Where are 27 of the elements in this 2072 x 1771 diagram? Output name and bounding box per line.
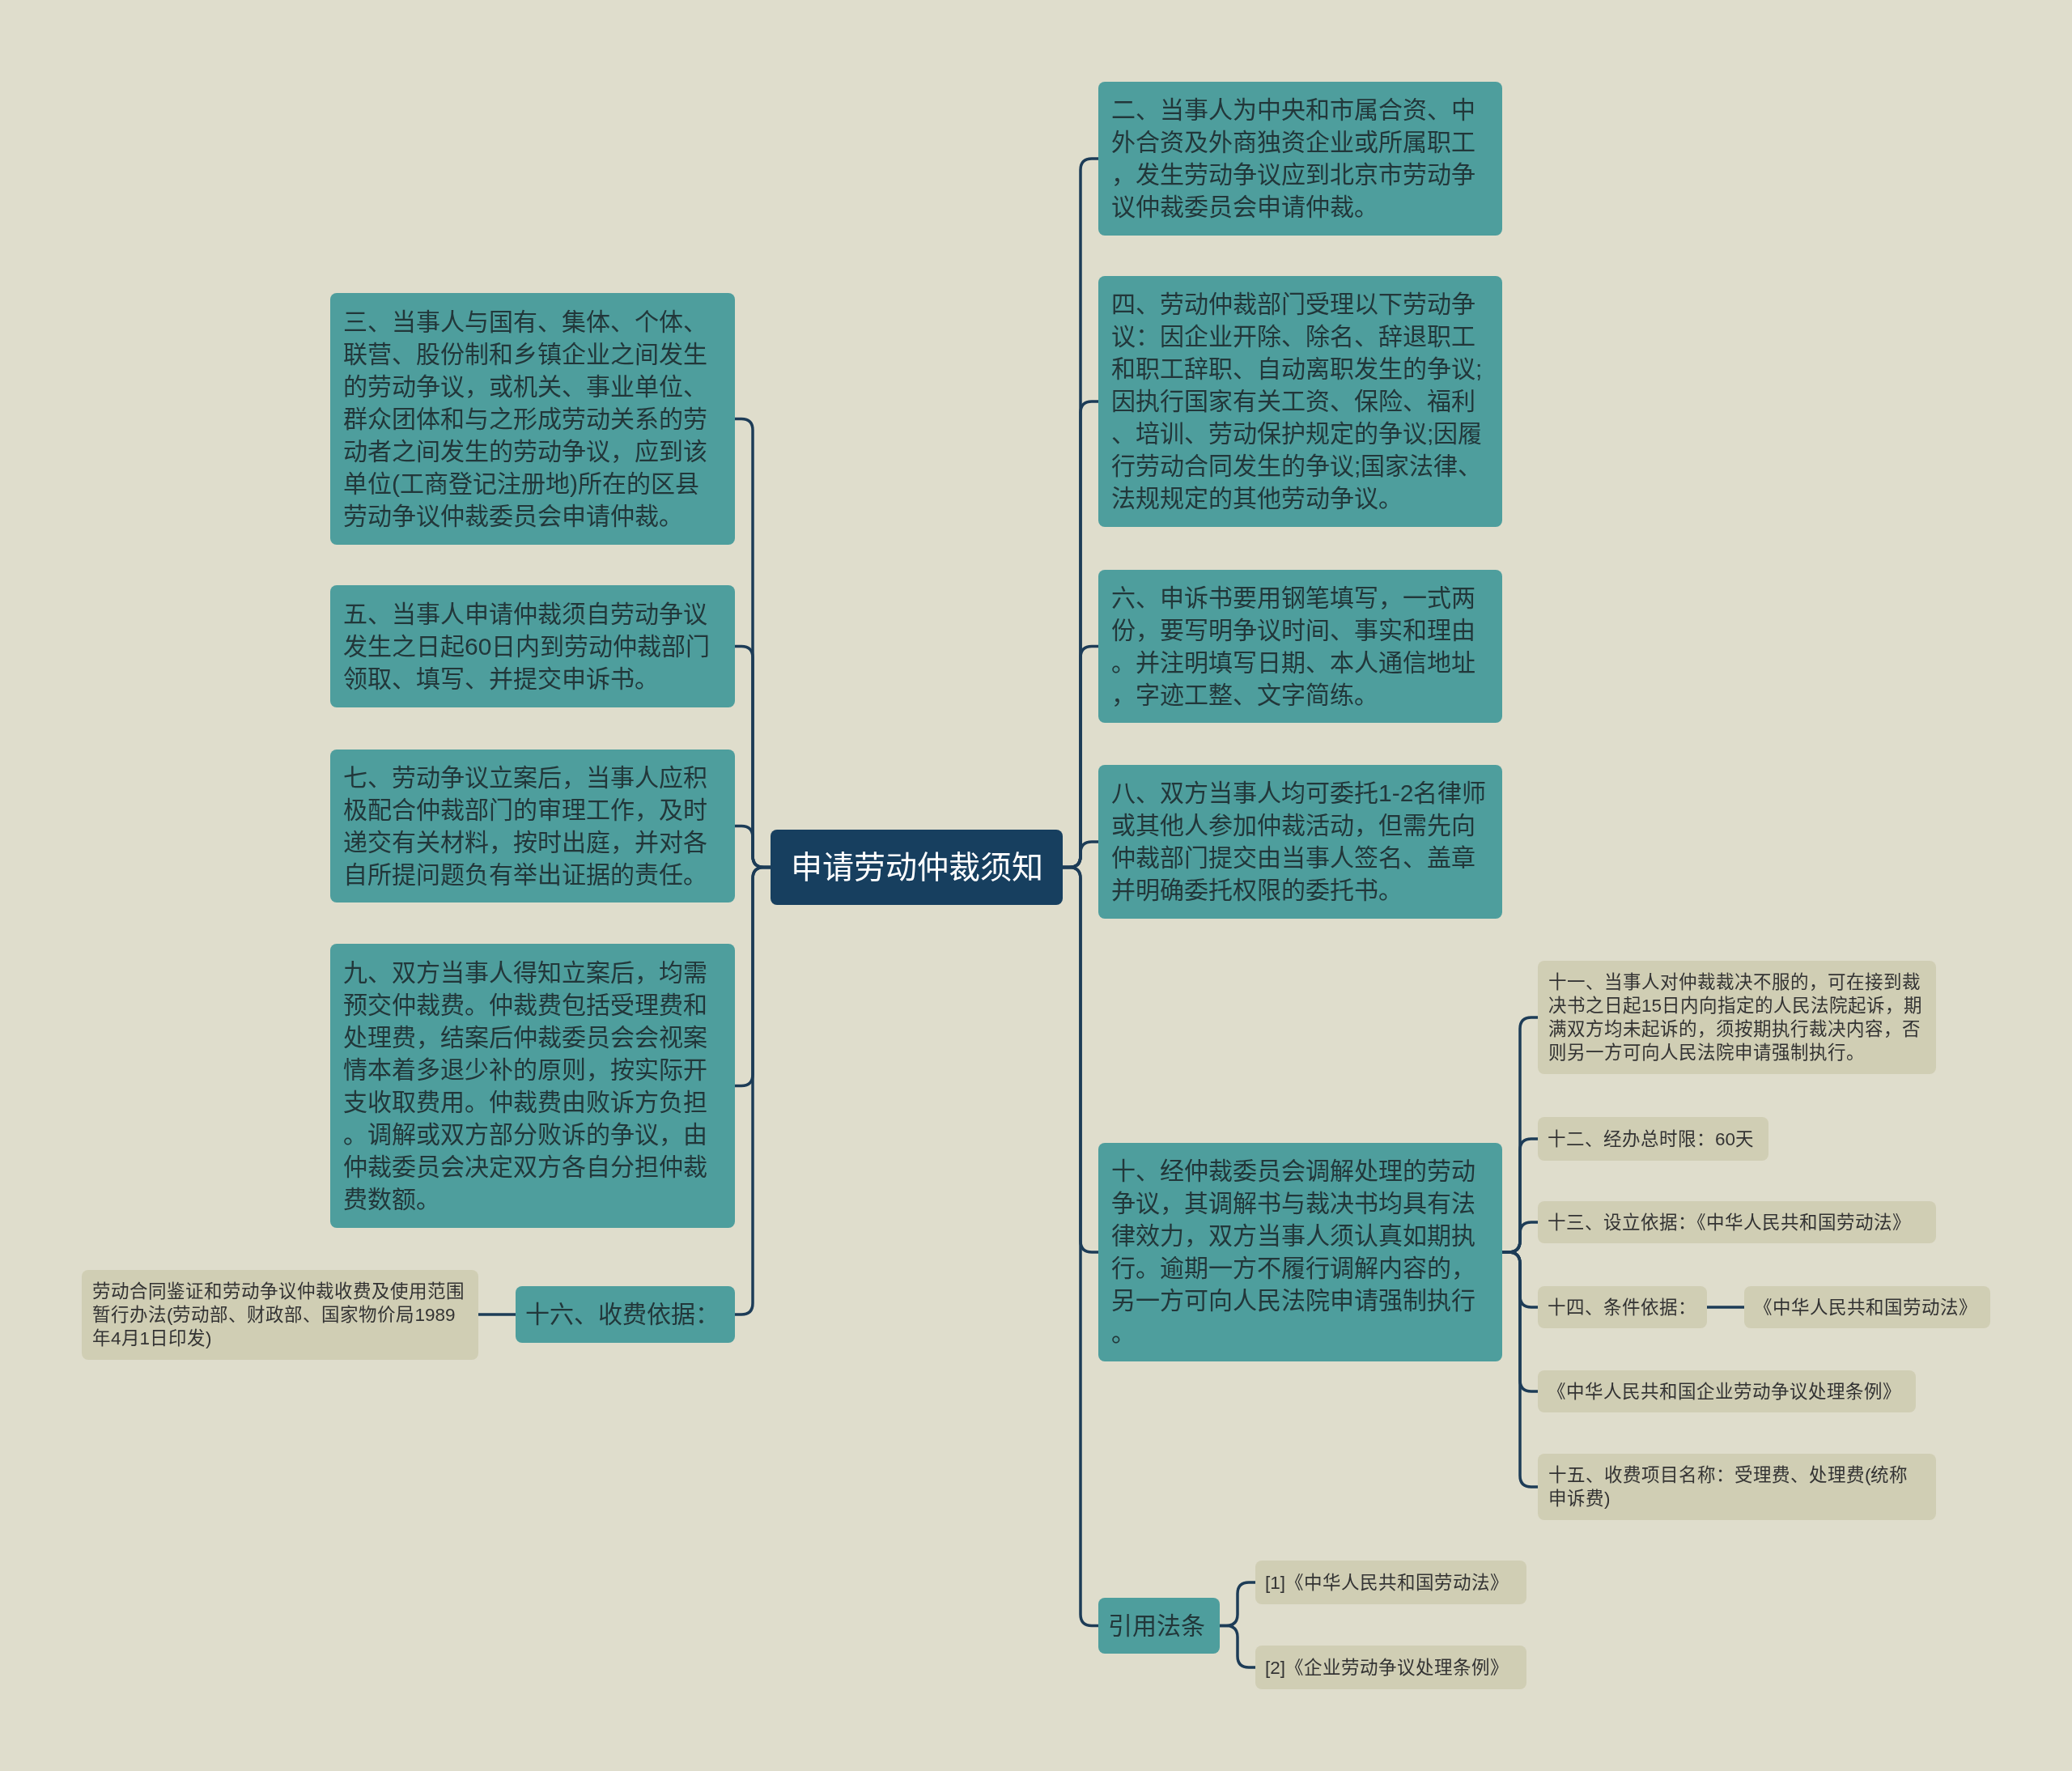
- topic-box: 八、双方当事人均可委托1-2名律师或其他人参加仲裁活动，但需先向仲裁部门提交由当事人签名、盖章并明确委托权限的委托书。: [1098, 765, 1502, 919]
- topic-box: 九、双方当事人得知立案后，均需预交仲裁费。仲裁费包括受理费和处理费，结案后仲裁委员会会视案情本着多退少补的原则，按实际开支收取费用。仲裁费由败诉方负担。调解或双方部分败诉的争议，由仲裁委员会决定双方各自分担仲裁费数额。: [330, 944, 735, 1228]
- connector-line: [1063, 865, 1098, 1628]
- subtopic-box: 十四、条件依据：: [1538, 1286, 1707, 1328]
- subtopic-box: 十五、收费项目名称：受理费、处理费(统称申诉费): [1538, 1454, 1936, 1520]
- connector-line: [1707, 1306, 1744, 1309]
- topic-box: 引用法条: [1098, 1598, 1220, 1654]
- connector-line: [735, 865, 771, 1316]
- subtopic-box: 《中华人民共和国企业劳动争议处理条例》: [1538, 1370, 1916, 1412]
- subtopic-box: 十一、当事人对仲裁裁决不服的，可在接到裁决书之日起15日内向指定的人民法院起诉，期满双方均未起诉的，须按期执行裁决内容，否则另一方可向人民法院申请强制执行。: [1538, 961, 1936, 1074]
- topic-box: 四、劳动仲裁部门受理以下劳动争议：因企业开除、除名、辞退职工和职工辞职、自动离职发生的争议;因执行国家有关工资、保险、福利、培训、劳动保护规定的争议;因履行劳动合同发生的争议;国家法律、法规规定的其他劳动争议。: [1098, 276, 1502, 527]
- topic-box: 六、申诉书要用钢笔填写，一式两份，要写明争议时间、事实和理由。并注明填写日期、本人通信地址，字迹工整、文字简练。: [1098, 570, 1502, 723]
- topic-box: 七、劳动争议立案后，当事人应积极配合仲裁部门的审理工作，及时递交有关材料，按时出庭，并对各自所提问题负有举出证据的责任。: [330, 750, 735, 902]
- connector-line: [478, 1313, 516, 1316]
- topic-box: 十六、收费依据：: [516, 1286, 735, 1343]
- central-topic-box: 申请劳动仲裁须知: [771, 830, 1063, 905]
- subtopic-box: [1]《中华人民共和国劳动法》: [1255, 1561, 1526, 1604]
- subtopic-box: 劳动合同鉴证和劳动争议仲裁收费及使用范围暂行办法(劳动部、财政部、国家物价局1989年4月1日印发): [82, 1270, 478, 1360]
- subtopic-box: 十三、设立依据：《中华人民共和国劳动法》: [1538, 1201, 1936, 1243]
- connector-line: [1502, 1251, 1538, 1489]
- topic-box: 十、经仲裁委员会调解处理的劳动争议，其调解书与裁决书均具有法律效力，双方当事人须认真如期执行。逾期一方不履行调解内容的，另一方可向人民法院申请强制执行。: [1098, 1143, 1502, 1361]
- subtopic-box: 《中华人民共和国劳动法》: [1744, 1286, 1990, 1328]
- subtopic-box: 十二、经办总时限：60天: [1538, 1117, 1768, 1161]
- topic-box: 三、当事人与国有、集体、个体、联营、股份制和乡镇企业之间发生的劳动争议，或机关、事业单位、群众团体和与之形成劳动关系的劳动者之间发生的劳动争议，应到该单位(工商登记注册地)所在的区县劳动争议仲裁委员会申请仲裁。: [330, 293, 735, 545]
- topic-box: 二、当事人为中央和市属合资、中外合资及外商独资企业或所属职工，发生劳动争议应到北京市劳动争议仲裁委员会申请仲裁。: [1098, 82, 1502, 236]
- subtopic-box: [2]《企业劳动争议处理条例》: [1255, 1646, 1526, 1689]
- topic-box: 五、当事人申请仲裁须自劳动争议发生之日起60日内到劳动仲裁部门领取、填写、并提交申诉书。: [330, 585, 735, 707]
